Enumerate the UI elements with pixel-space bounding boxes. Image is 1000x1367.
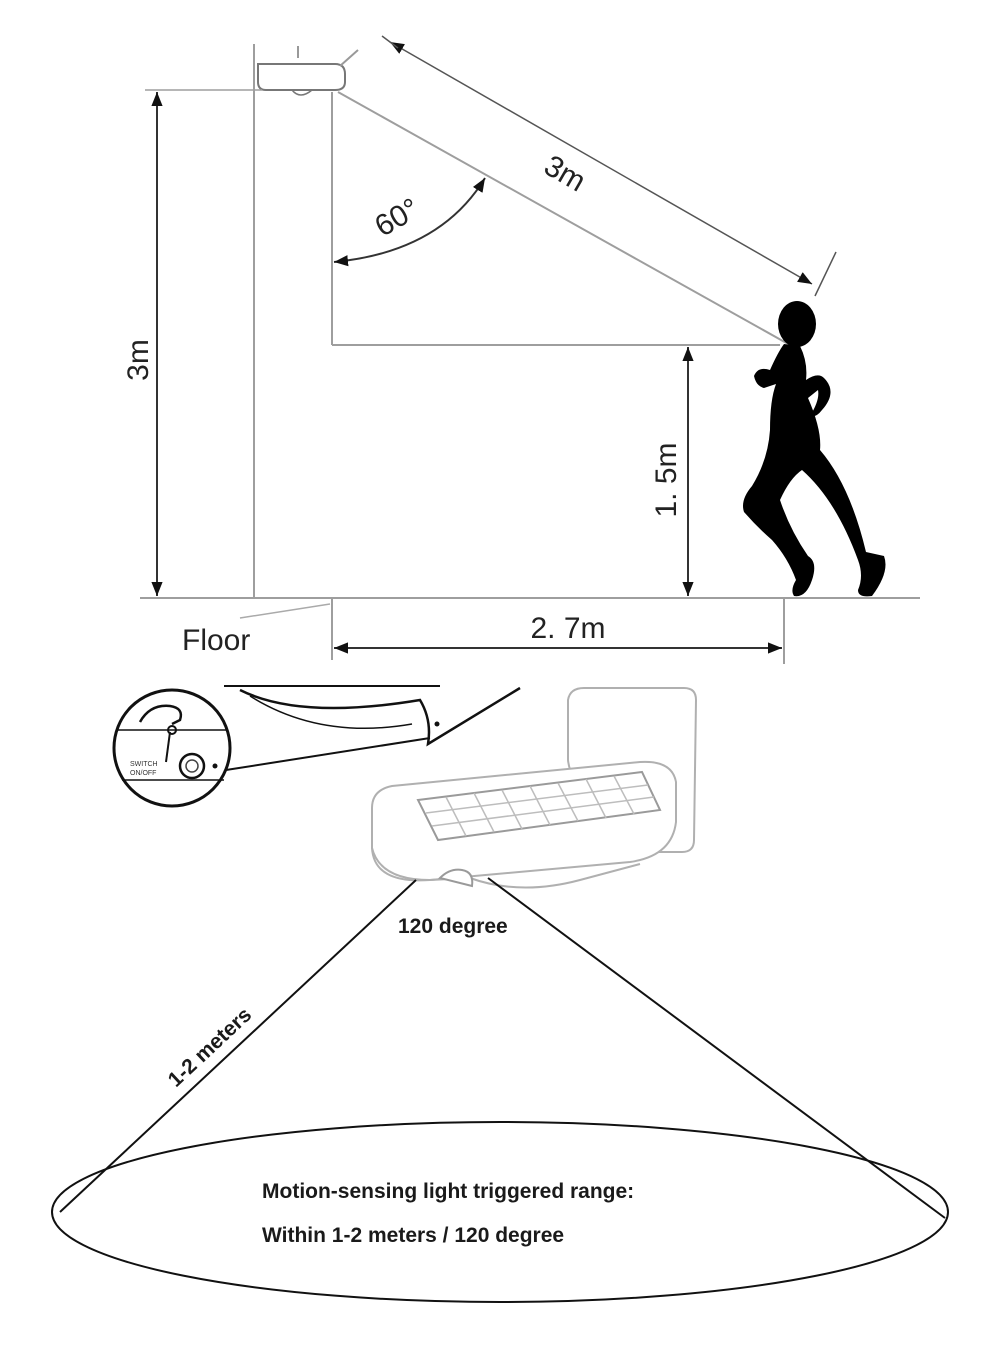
horizontal-distance-label: 2. 7m (530, 612, 605, 645)
height-label: 3m (122, 339, 155, 381)
trigger-range-title: Motion-sensing light triggered range: (262, 1180, 634, 1203)
detection-cone (51, 877, 949, 1303)
running-person-icon (743, 301, 886, 597)
person-height-label: 1. 5m (650, 442, 683, 517)
lamp-edge-closeup (239, 686, 521, 747)
product-diagram: SWITCH ON/OFF (51, 685, 949, 1303)
angle-arc (333, 177, 486, 267)
trigger-range-detail: Within 1-2 meters / 120 degree (262, 1224, 564, 1247)
floor-pointer (239, 603, 331, 619)
wall (253, 44, 333, 660)
cone-angle-label: 120 degree (398, 915, 508, 938)
switch-detail: SWITCH ON/OFF (112, 688, 232, 808)
cone-range-label: 1-2 meters (164, 1003, 257, 1091)
wall-lamp-icon (257, 46, 359, 96)
mounting-diagram: 3m 3m 60° 1. 5m Floor 2. 7m (122, 35, 920, 664)
switch-label-line2: ON/OFF (130, 770, 156, 777)
angle-label: 60° (369, 192, 425, 243)
slant-distance-label: 3m (538, 149, 591, 198)
detail-leader-bottom (225, 737, 431, 771)
switch-label-line1: SWITCH (130, 761, 158, 768)
floor-label: Floor (182, 624, 250, 657)
slant-dimension-line (389, 41, 813, 285)
solar-lamp-icon (371, 687, 698, 889)
